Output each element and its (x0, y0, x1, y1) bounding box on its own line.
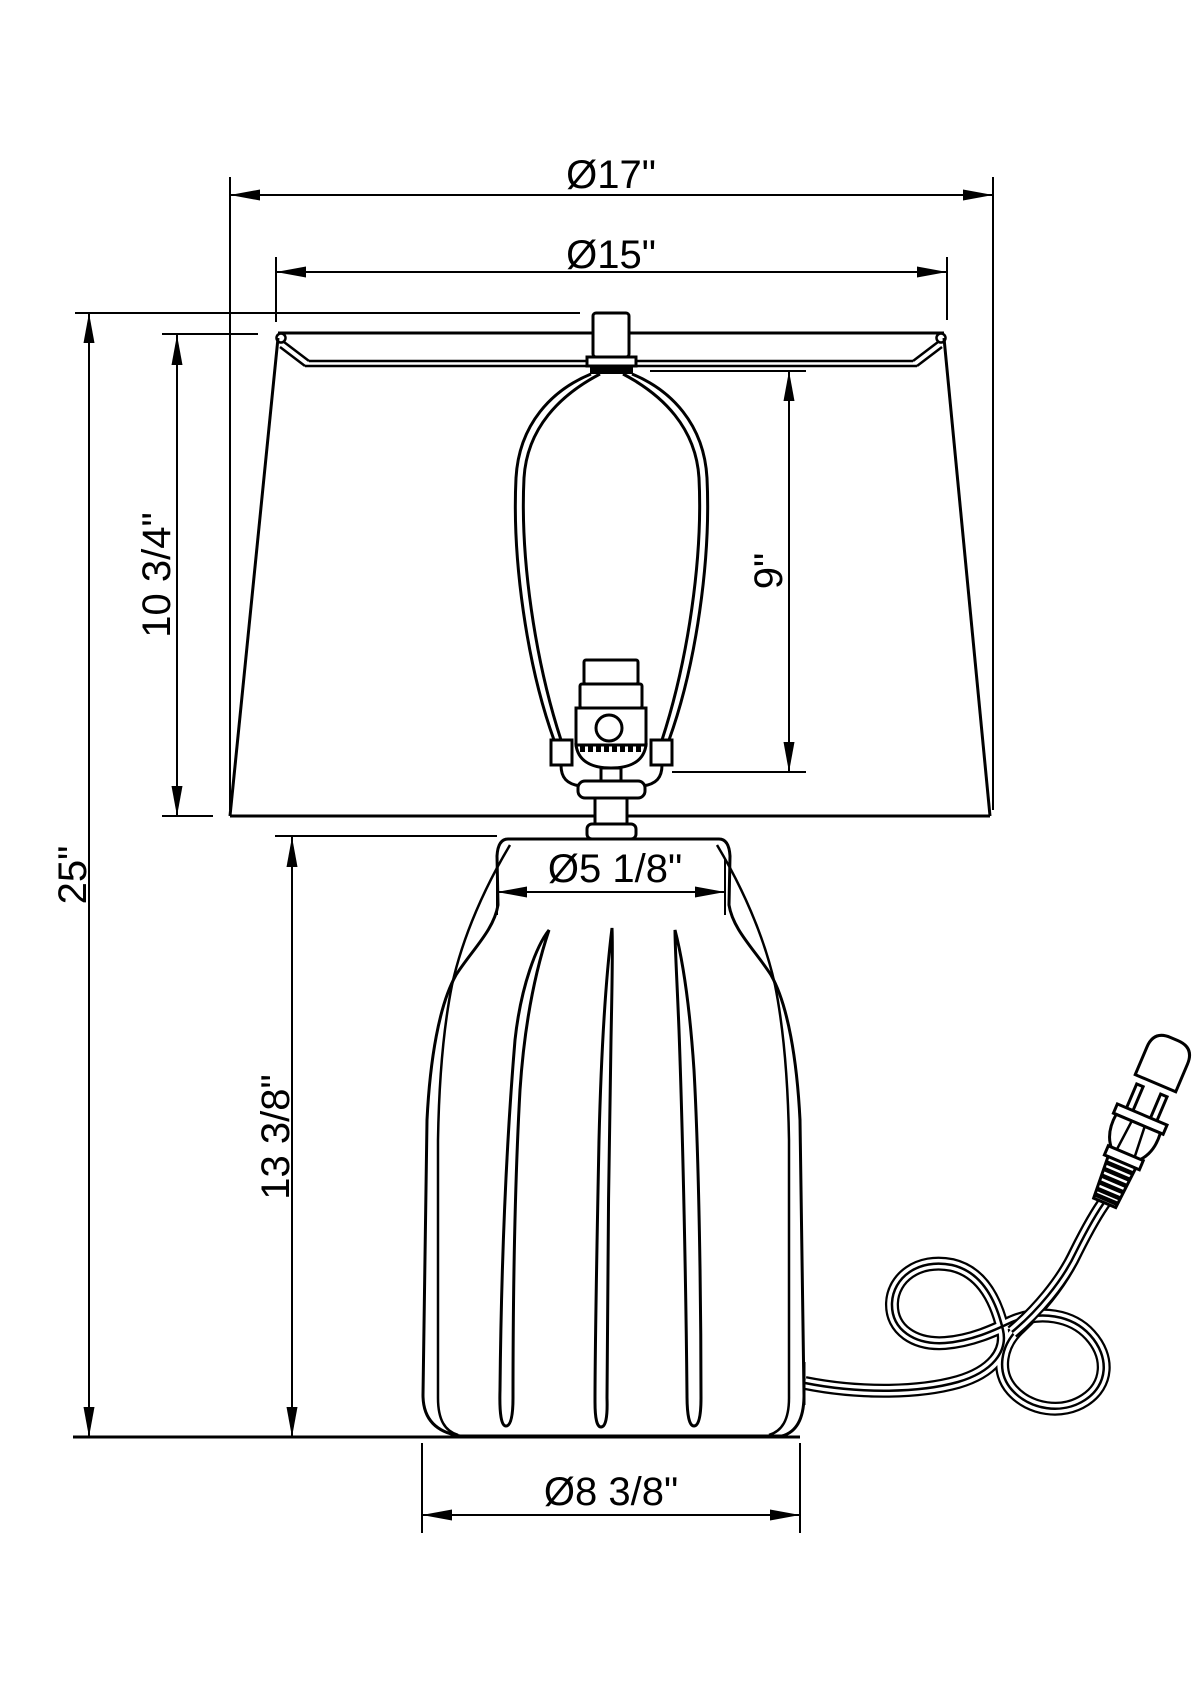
rib-line (1104, 1159, 1135, 1176)
body-edge-groove-right (715, 844, 791, 1437)
finial (591, 311, 631, 359)
arrowhead-up (286, 837, 298, 867)
rib-line (1095, 1186, 1122, 1201)
plug-strain-relief-ribs (1093, 1159, 1135, 1206)
arrowhead-right (963, 189, 993, 201)
cord-exit-seam (1011, 1199, 1108, 1333)
socket-teeth (580, 745, 641, 752)
dimension-label-body-top-diameter: Ø5 1/8" (548, 847, 682, 891)
body-rib-center (593, 927, 614, 1429)
harp-right-wire-inner (622, 372, 702, 741)
dimension-shade-height: 10 3/4" (135, 333, 258, 817)
arrowhead-right (917, 266, 947, 278)
harp-right-wire-outer (631, 372, 710, 741)
dimension-body-height: 13 3/8" (254, 835, 497, 1437)
cord-outline (803, 1195, 1112, 1416)
socket-tooth (612, 745, 617, 752)
shade-rim-roll-right (912, 341, 939, 362)
arrowhead-up (171, 335, 183, 365)
socket-tooth (636, 745, 641, 752)
plug-body-seam (1113, 1120, 1146, 1162)
arrowhead-down (83, 1407, 95, 1437)
arrowhead-down (171, 786, 183, 816)
plug-safety-cover (1133, 1033, 1191, 1094)
arrowhead-down (286, 1407, 298, 1437)
arrowhead-left (497, 886, 527, 898)
dimension-shade-bottom-diameter: Ø17" (229, 153, 994, 810)
arrowhead-down (783, 742, 795, 772)
socket-tooth (620, 745, 625, 752)
shade-left-edge (228, 337, 280, 817)
body-outline (421, 837, 806, 1438)
harp-ferrule-right (649, 738, 674, 767)
power-cord (802, 1195, 1112, 1416)
dimension-label-shade-bottom-diameter: Ø17" (566, 153, 656, 197)
dimension-label-overall-height: 25" (51, 846, 95, 905)
dimension-label-harp-height: 9" (747, 553, 791, 589)
harp-top-plate (585, 355, 638, 368)
dimension-body-bottom-diameter: Ø8 3/8" (421, 1443, 801, 1533)
socket-cap (578, 682, 644, 710)
shade-rim-roll-left (279, 346, 306, 367)
arrowhead-left (422, 1509, 452, 1521)
harp-left-wire-outer (513, 372, 592, 741)
arrowhead-up (83, 313, 95, 343)
finial-assembly (585, 311, 638, 374)
arrowhead-left (230, 189, 260, 201)
rib-line (1093, 1192, 1119, 1206)
body-rib-left (498, 929, 551, 1428)
neck-column (593, 796, 629, 826)
arrowhead-up (783, 371, 795, 401)
socket-shell-bottom (574, 743, 648, 770)
socket-tooth (588, 745, 593, 752)
dimension-label-shade-height: 10 3/4" (135, 512, 179, 637)
body-rib-right (673, 929, 703, 1428)
arrowhead-left (276, 266, 306, 278)
neck-base-ring (585, 822, 638, 841)
arrowhead-right (770, 1509, 800, 1521)
dimension-label-body-height: 13 3/8" (254, 1074, 298, 1199)
rib-line (1102, 1166, 1131, 1182)
dimension-overall-height: 25" (51, 312, 580, 1437)
harp-ferrule-left (549, 738, 574, 767)
plug-assembly (1091, 1033, 1191, 1210)
socket-switch-knob (594, 713, 624, 743)
harp-yoke-bar (590, 365, 633, 374)
lamp-body (421, 837, 806, 1438)
shade-right-edge (942, 337, 992, 817)
neck-flange (576, 779, 647, 800)
socket-spindle (599, 766, 623, 783)
shade-rim-corner-right (935, 332, 947, 344)
rib-line (1100, 1173, 1128, 1189)
dimension-label-shade-top-diameter: Ø15" (566, 233, 656, 277)
shade-rim-corner-left (275, 332, 287, 344)
dimension-label-body-bottom-diameter: Ø8 3/8" (544, 1470, 678, 1514)
socket-tooth (628, 745, 633, 752)
rib-line (1097, 1179, 1125, 1195)
dimension-harp-height: 9" (650, 370, 806, 773)
harp-left-wire-inner (521, 372, 601, 741)
arrowhead-right (695, 886, 725, 898)
shade-rim-roll-left (283, 341, 310, 362)
socket-tooth (580, 745, 585, 752)
socket-tooth (596, 745, 601, 752)
dimension-body-top-diameter: Ø5 1/8" (496, 847, 726, 915)
socket-cap-top (582, 658, 640, 686)
dimension-shade-top-diameter: Ø15" (275, 233, 948, 322)
body-edge-groove-left (436, 844, 512, 1437)
harp (513, 372, 710, 788)
socket-assembly (574, 658, 648, 841)
shade-rim-roll-right (916, 346, 943, 367)
socket-tooth (604, 745, 609, 752)
